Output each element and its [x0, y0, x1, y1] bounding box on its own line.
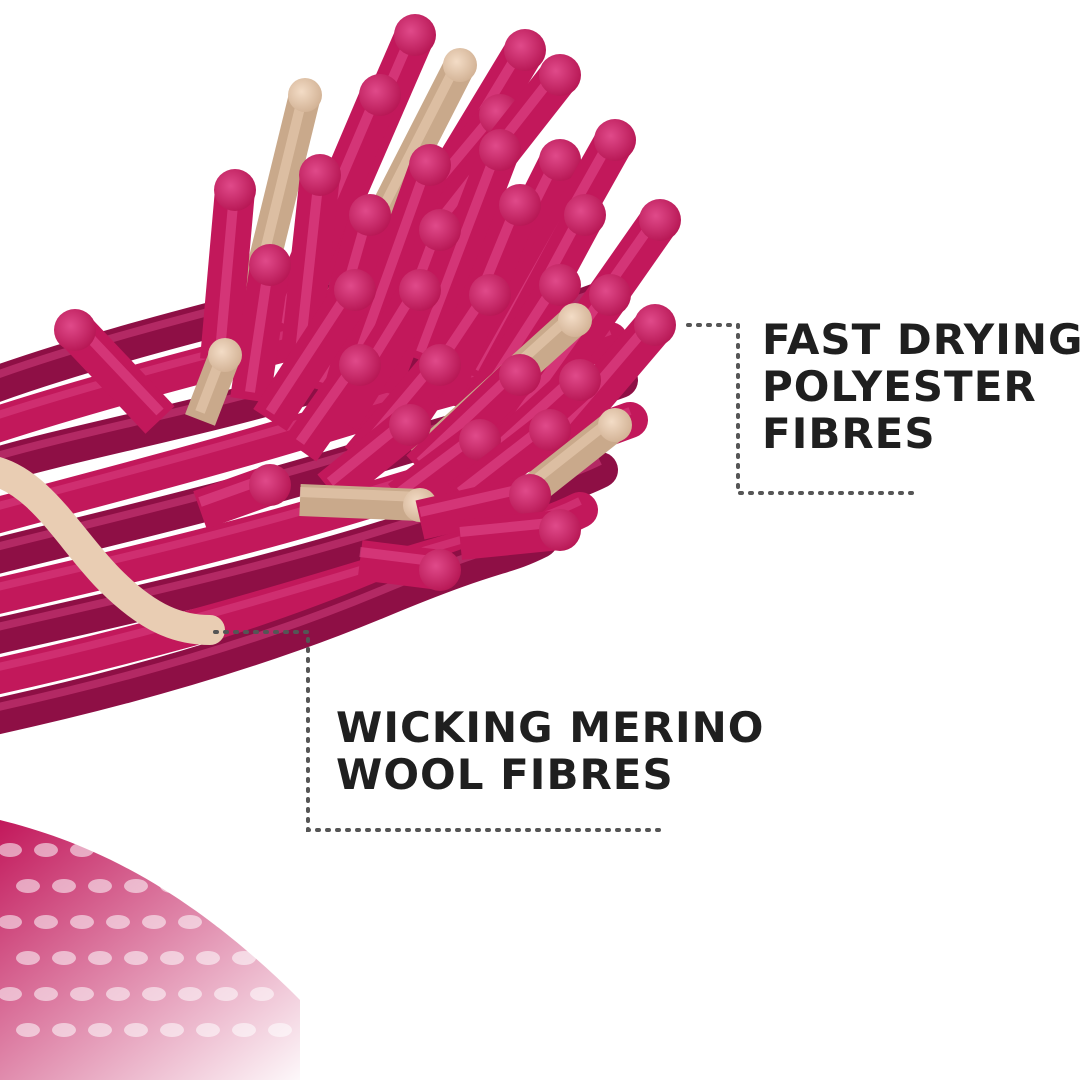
fibre-rod-highlight — [415, 140, 505, 354]
polyester-fibre-end — [598, 408, 632, 442]
wool-fibre-end — [509, 474, 551, 516]
wool-fibre-end — [334, 269, 376, 311]
wool-fibre-end — [249, 244, 291, 286]
wool-fibre-end — [589, 274, 631, 316]
fibre-rods — [54, 14, 681, 591]
wool-fibre-end — [539, 264, 581, 306]
wool-fibre-end — [634, 304, 676, 346]
fibre-rod-highlight — [299, 487, 421, 502]
wool-fibre-end — [394, 14, 436, 56]
wool-fibre-end — [639, 199, 681, 241]
wool-fibre-end — [459, 419, 501, 461]
wool-fibre-end — [419, 209, 461, 251]
wool-fibre-end — [479, 129, 521, 171]
polyester-fibre-end — [558, 303, 592, 337]
polyester-fibres-label: FAST DRYING POLYESTER FIBRES — [762, 316, 1080, 457]
fibre-rod-highlight — [295, 166, 325, 353]
wool-fibre-end — [539, 509, 581, 551]
polyester-fibre-rod — [299, 484, 421, 521]
wool-fibre-end — [399, 269, 441, 311]
wool-fibre-end — [539, 54, 581, 96]
polyester-leader-line — [686, 323, 922, 495]
knitted-fabric — [0, 820, 320, 1080]
wool-fibre-end — [529, 409, 571, 451]
wool-fibre-end — [499, 184, 541, 226]
wool-fibre-end — [499, 354, 541, 396]
leader-lines — [213, 323, 922, 832]
wool-fibre-end — [419, 549, 461, 591]
wool-fibre-end — [504, 29, 546, 71]
polyester-strand — [0, 457, 225, 645]
wool-fibre-end — [349, 194, 391, 236]
wool-fibre-end — [389, 404, 431, 446]
merino-leader-line — [213, 630, 662, 832]
wool-fibre-end — [419, 344, 461, 386]
wool-fibre-end — [594, 119, 636, 161]
wool-fibre-end — [339, 344, 381, 386]
wool-fibre-end — [559, 359, 601, 401]
wool-fibre-end — [539, 139, 581, 181]
polyester-fibre-end — [208, 338, 242, 372]
wool-fibre-end — [214, 169, 256, 211]
wool-fibre-end — [469, 274, 511, 316]
wool-fibre-end — [54, 309, 96, 351]
polyester-fibre-end — [288, 78, 322, 112]
polyester-label-line: POLYESTER — [762, 362, 1037, 412]
merino-label-line: WOOL FIBRES — [336, 750, 674, 800]
wool-fibre-end — [409, 144, 451, 186]
merino-fibres-label: WICKING MERINO WOOL FIBRES — [336, 704, 765, 798]
wool-fibre-end — [299, 154, 341, 196]
merino-label-line: WICKING MERINO — [336, 703, 765, 752]
polyester-label-line: FIBRES — [762, 409, 936, 459]
fibre-rod-highlight — [355, 155, 435, 354]
wool-fibre-end — [249, 464, 291, 506]
polyester-fibre-end — [443, 48, 477, 82]
wool-fibre-end — [564, 194, 606, 236]
wool-fibre-end — [359, 74, 401, 116]
polyester-label-line: FAST DRYING — [762, 315, 1080, 364]
